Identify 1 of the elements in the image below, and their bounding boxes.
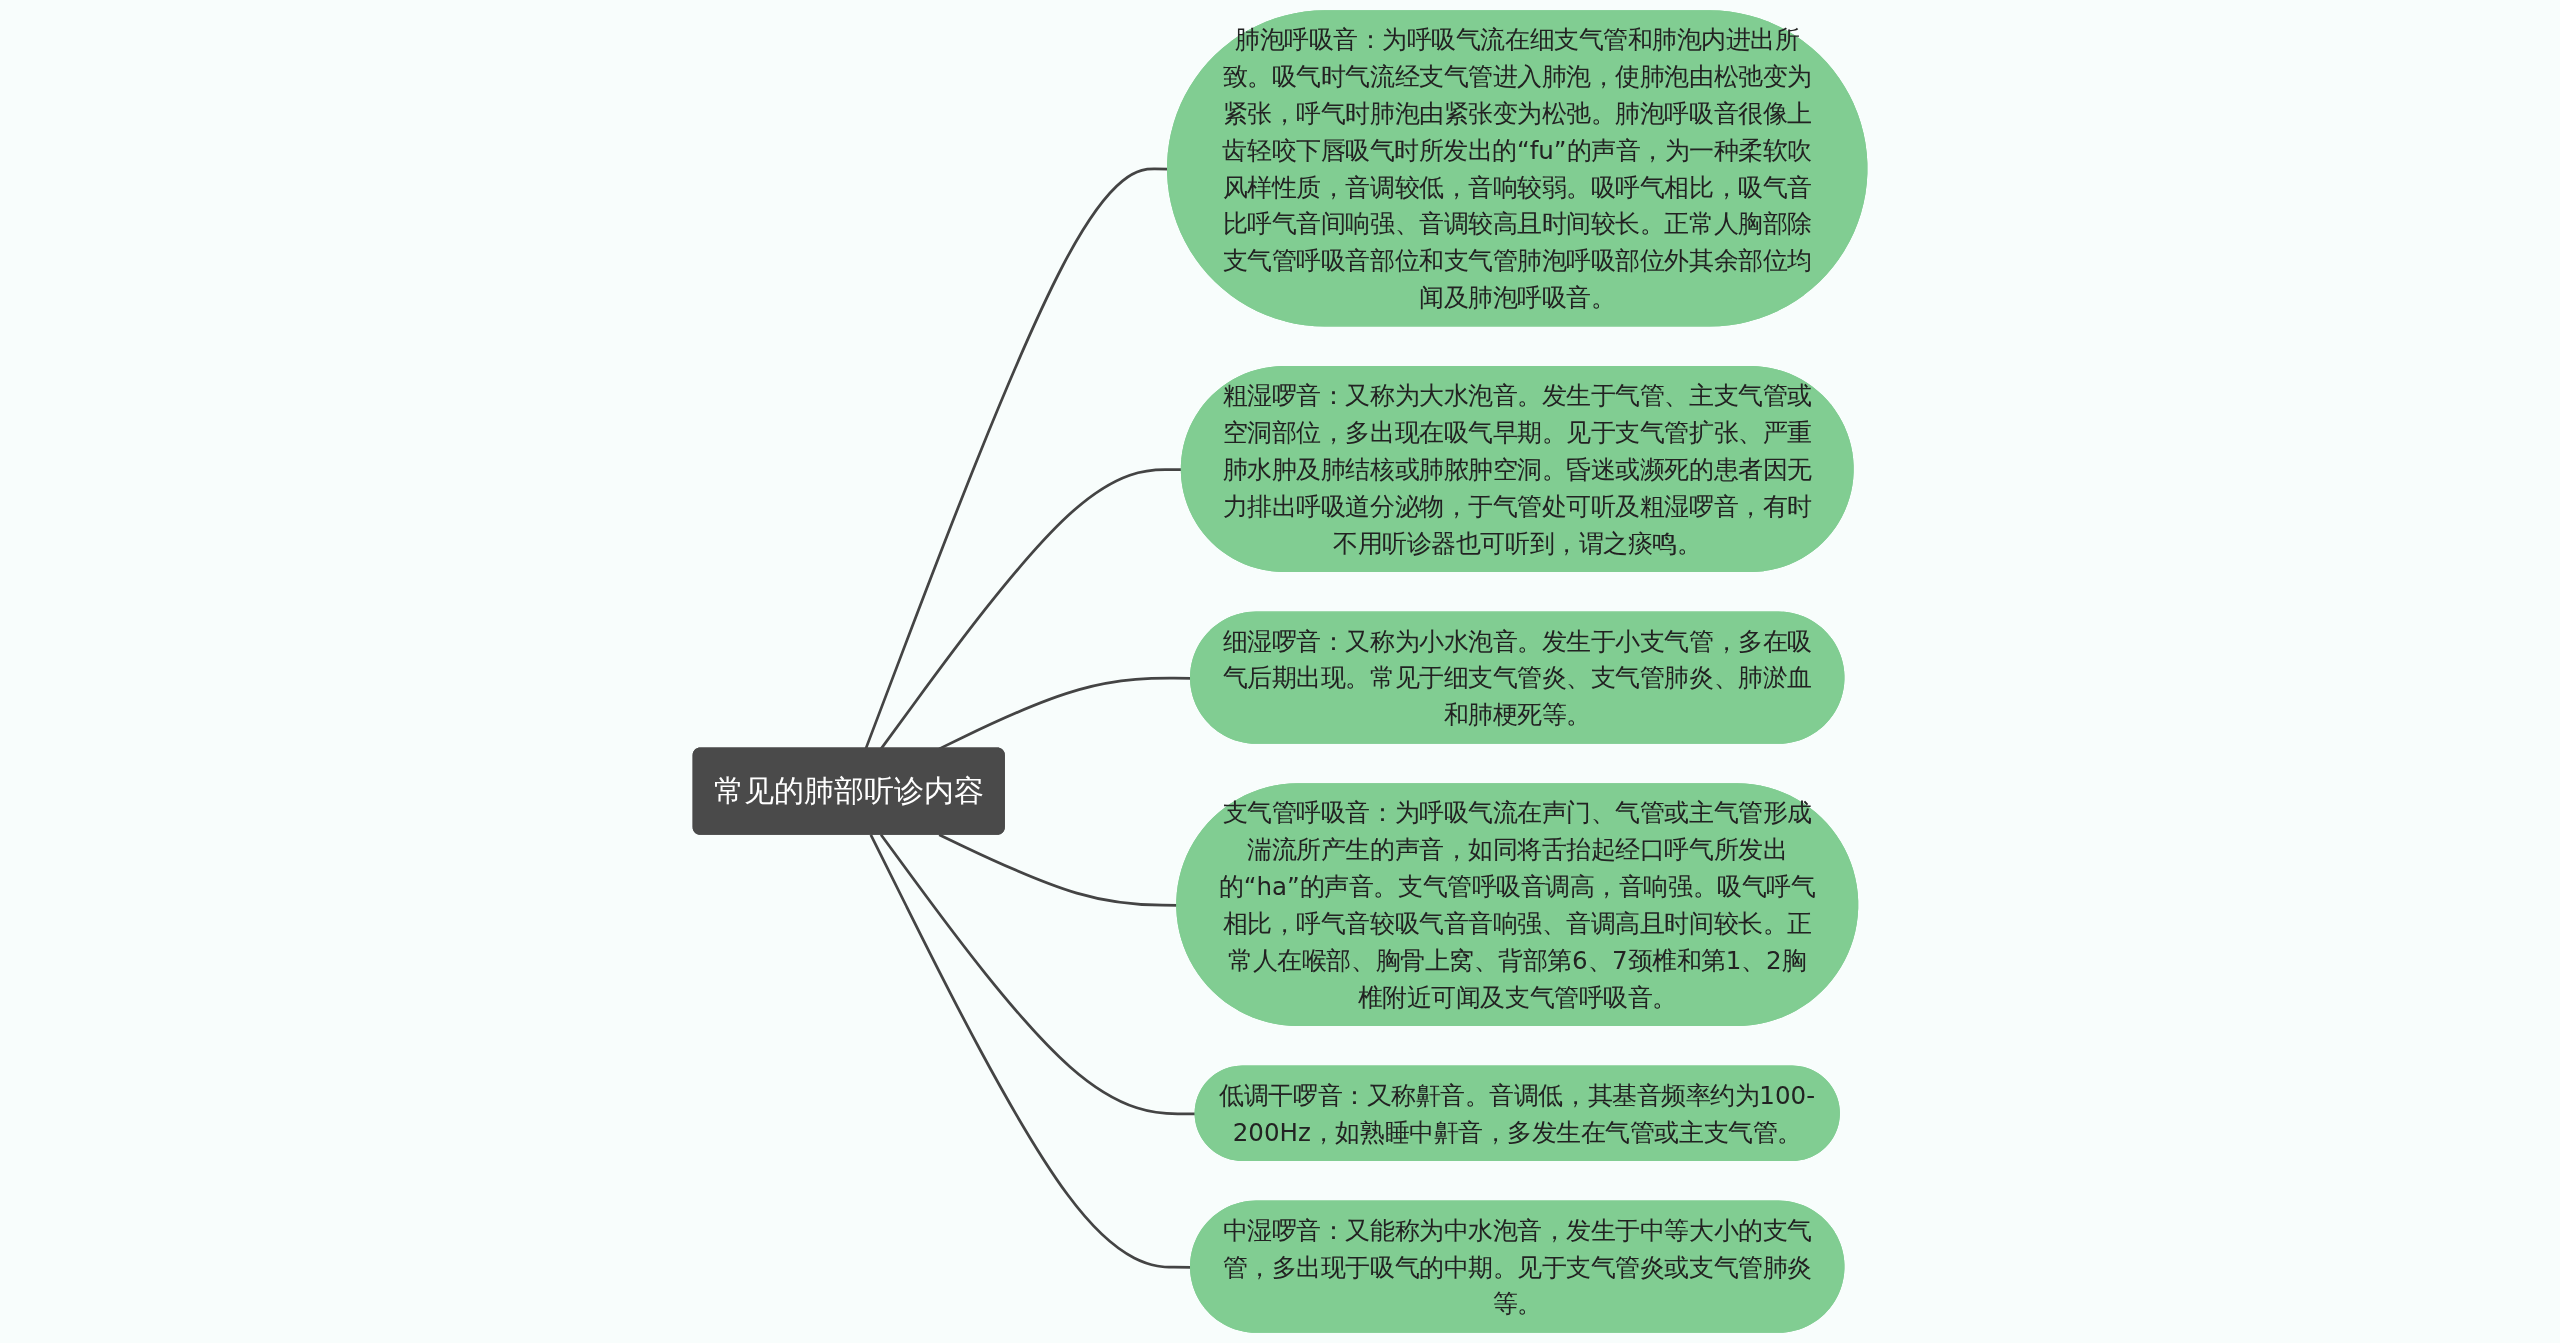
- connector: [879, 833, 1196, 1116]
